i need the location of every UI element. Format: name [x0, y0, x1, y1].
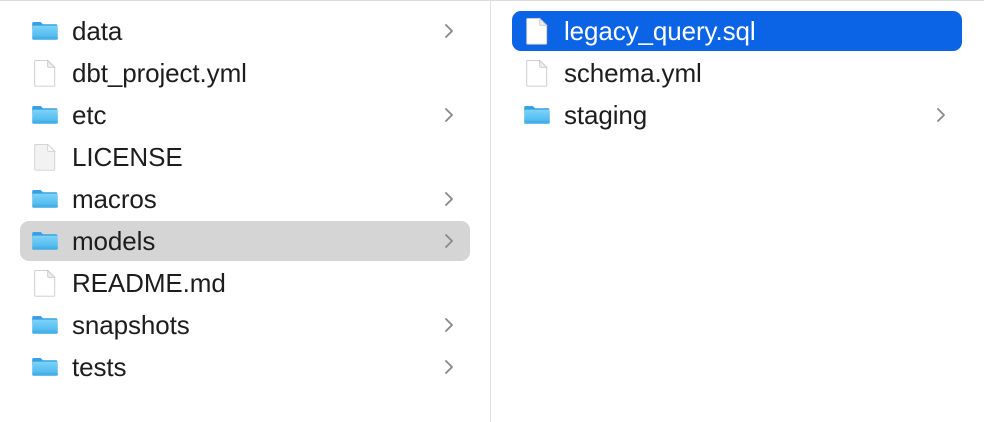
folder-icon [30, 184, 60, 214]
chevron-right-icon[interactable] [442, 20, 456, 42]
folder-icon [30, 16, 60, 46]
file-row-label: etc [72, 100, 107, 130]
file-row-etc[interactable]: etc [20, 95, 470, 135]
file-row-readme-md[interactable]: README.md [20, 263, 470, 303]
folder-icon [30, 100, 60, 130]
file-row-label: macros [72, 184, 157, 214]
document-icon [30, 58, 60, 88]
folder-icon [30, 226, 60, 256]
file-row-label: README.md [72, 268, 226, 298]
file-row-label: models [72, 226, 156, 256]
file-row-license[interactable]: LICENSE [20, 137, 470, 177]
folder-icon [522, 100, 552, 130]
folder-icon [30, 310, 60, 340]
file-row-label: staging [564, 100, 648, 130]
file-row-data[interactable]: data [20, 11, 470, 51]
chevron-right-icon[interactable] [442, 188, 456, 210]
file-row-label: data [72, 16, 123, 46]
file-row-tests[interactable]: tests [20, 347, 470, 387]
folder-icon [30, 352, 60, 382]
file-row-label: dbt_project.yml [72, 58, 247, 88]
file-row-macros[interactable]: macros [20, 179, 470, 219]
chevron-right-icon[interactable] [442, 356, 456, 378]
file-row-legacy-query-sql[interactable]: legacy_query.sql [512, 11, 962, 51]
file-row-label: snapshots [72, 310, 190, 340]
document-icon [522, 16, 552, 46]
file-row-label: LICENSE [72, 142, 183, 172]
file-row-snapshots[interactable]: snapshots [20, 305, 470, 345]
file-row-schema-yml[interactable]: schema.yml [512, 53, 962, 93]
file-row-dbt-project-yml[interactable]: dbt_project.yml [20, 53, 470, 93]
chevron-right-icon[interactable] [442, 230, 456, 252]
file-row-label: schema.yml [564, 58, 702, 88]
file-row-label: tests [72, 352, 127, 382]
chevron-right-icon[interactable] [442, 104, 456, 126]
file-row-label: legacy_query.sql [564, 16, 756, 46]
chevron-right-icon[interactable] [442, 314, 456, 336]
document-icon [522, 58, 552, 88]
file-browser-column-parent[interactable]: data dbt_project.yml etc [0, 1, 491, 422]
document-plain-icon [30, 142, 60, 172]
file-browser-column-child[interactable]: legacy_query.sql schema.yml st [491, 1, 984, 422]
document-icon [30, 268, 60, 298]
file-row-staging[interactable]: staging [512, 95, 962, 135]
chevron-right-icon[interactable] [934, 104, 948, 126]
file-row-models[interactable]: models [20, 221, 470, 261]
